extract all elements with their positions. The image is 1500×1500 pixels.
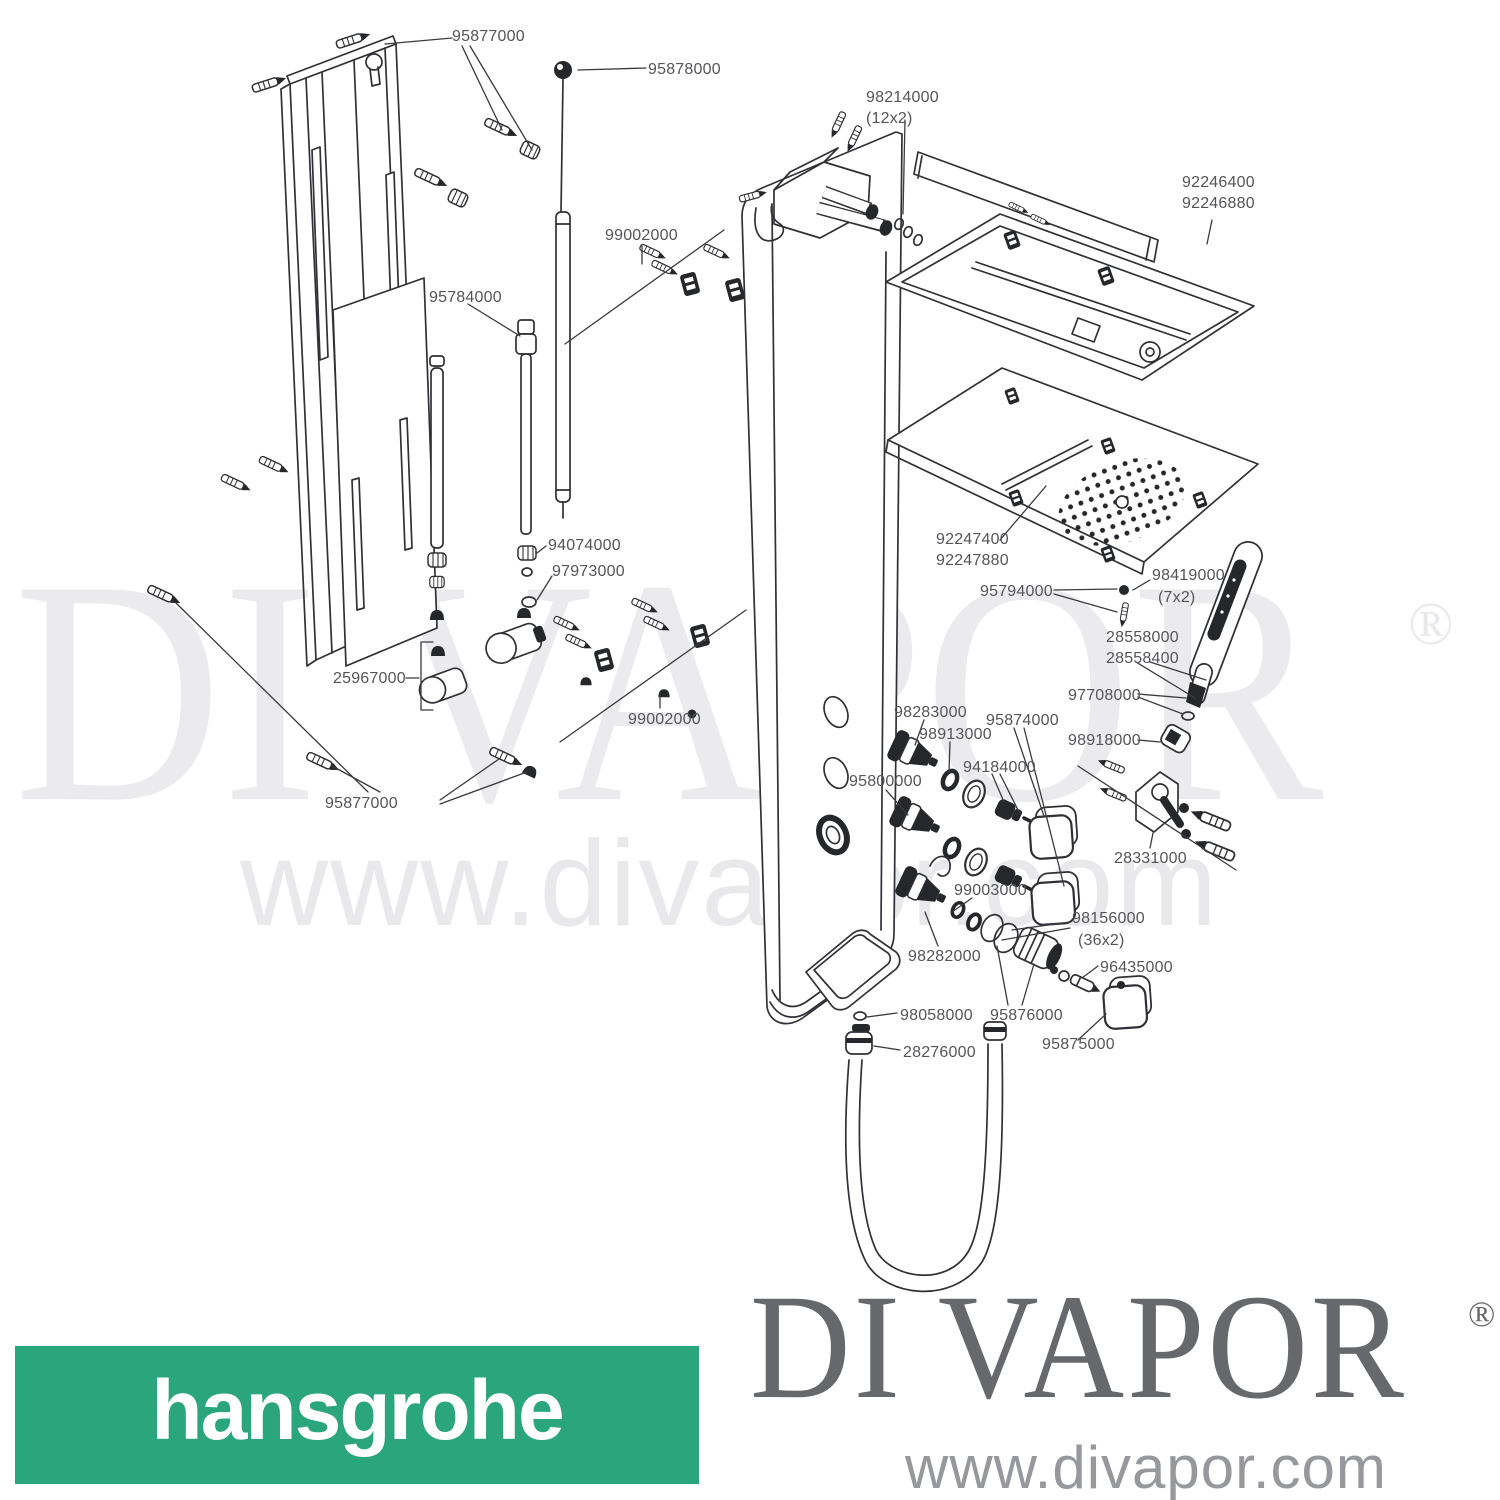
part-label: 25967000 <box>333 670 406 687</box>
part-label: 98913000 <box>919 726 992 743</box>
part-label: 95875000 <box>1042 1036 1115 1053</box>
part-label: 96435000 <box>1100 959 1173 976</box>
part-label: 99002000 <box>628 711 701 728</box>
part-label: 98918000 <box>1068 732 1141 749</box>
part-label: 92247400 <box>936 531 1009 548</box>
part-label: 98419000 <box>1152 567 1225 584</box>
main-panel-drawing <box>738 110 924 1025</box>
part-label: 99003000 <box>954 882 1027 899</box>
part-label: 98282000 <box>908 948 981 965</box>
part-label: 98156000 <box>1072 910 1145 927</box>
gas-spring-drawing <box>554 61 572 519</box>
holder-hardware-bottom <box>552 597 711 719</box>
divapor-url-text: www.divapor.com <box>905 1434 1387 1500</box>
part-label: 92246880 <box>1182 195 1255 212</box>
part-label: 98214000 <box>866 89 939 106</box>
part-label: (7x2) <box>1158 589 1196 606</box>
shelf-assembly-drawing <box>885 151 1259 629</box>
cartridge-rows-drawing <box>884 727 1154 1031</box>
part-label: 94184000 <box>963 759 1036 776</box>
part-label: 92247880 <box>936 552 1009 569</box>
part-label: 95794000 <box>980 583 1053 600</box>
watermark-brand-text: DI VAPOR <box>14 515 1324 869</box>
part-label: (12x2) <box>866 110 913 127</box>
part-label: 95876000 <box>990 1007 1063 1024</box>
divapor-registered-icon: ® <box>1468 1294 1496 1334</box>
part-label: 94074000 <box>548 537 621 554</box>
part-label: 95878000 <box>648 61 721 78</box>
divapor-logo-text: DI VAPOR <box>750 1264 1407 1430</box>
part-label: (36x2) <box>1078 932 1125 949</box>
part-label: 98058000 <box>900 1007 973 1024</box>
part-label: 99002000 <box>605 227 678 244</box>
shower-hose-drawing <box>844 1011 1007 1293</box>
part-label: 95874000 <box>986 712 1059 729</box>
hansgrohe-logo-text: hansgrohe <box>151 1363 564 1457</box>
part-label: 98283000 <box>894 704 967 721</box>
part-label: 28276000 <box>903 1044 976 1061</box>
watermark-registered-icon: ® <box>1408 591 1454 657</box>
part-label: 95784000 <box>429 289 502 306</box>
part-label: 28558000 <box>1106 629 1179 646</box>
part-label: 28558400 <box>1106 650 1179 667</box>
part-label: 97708000 <box>1068 687 1141 704</box>
handshower-drawing <box>1160 541 1263 754</box>
riser-tubes-drawing <box>418 319 547 704</box>
part-label: 95877000 <box>452 28 525 45</box>
part-label: 95877000 <box>325 795 398 812</box>
bracket-set-drawing <box>1096 756 1237 863</box>
wall-plate-drawing <box>280 35 438 667</box>
leader-lines <box>175 37 1237 1051</box>
part-label: 28331000 <box>1114 850 1187 867</box>
part-label: 95800000 <box>849 773 922 790</box>
hansgrohe-logo: hansgrohe <box>15 1346 699 1484</box>
part-label: 92246400 <box>1182 174 1255 191</box>
part-label: 97973000 <box>552 563 625 580</box>
